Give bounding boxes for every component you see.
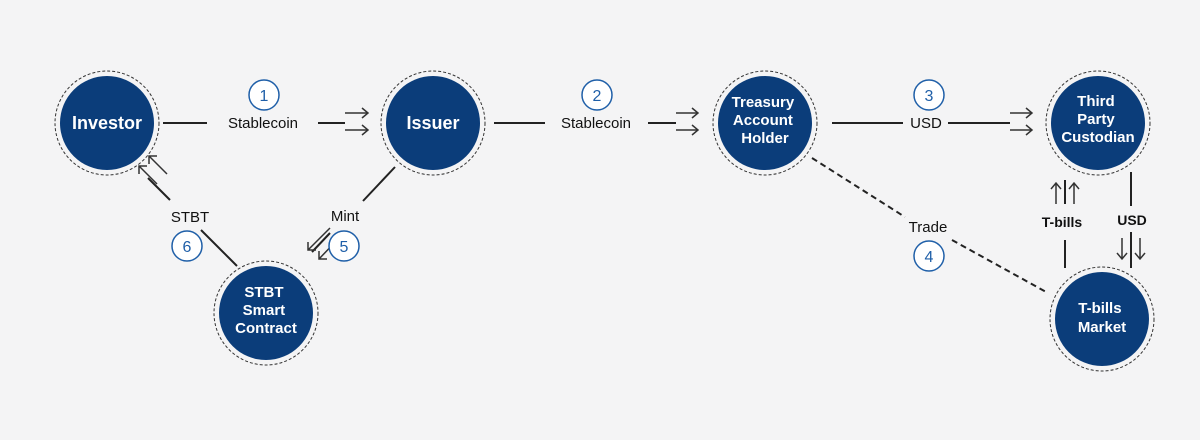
node-custodian-line: Party <box>1077 111 1115 128</box>
node-investor-line: Investor <box>72 113 142 133</box>
node-third-party-custodian: Third Party Custodian <box>1045 70 1151 176</box>
node-tbills-line: Market <box>1078 319 1126 336</box>
edge-label-stbt: STBT <box>171 209 209 226</box>
node-tbills-label: T-bills Market <box>1078 300 1126 336</box>
node-custodian-line: Custodian <box>1061 129 1134 146</box>
connectors <box>147 122 1132 294</box>
node-investor-label: Investor <box>72 113 142 133</box>
node-treasury-account-holder: Treasury Account Holder <box>712 70 818 176</box>
step-number: 3 <box>925 88 934 105</box>
node-treasury-line: Holder <box>741 130 789 147</box>
node-stbt-line: Contract <box>235 320 297 337</box>
node-treasury-line: Account <box>733 112 793 129</box>
edge-labels: Stablecoin Stablecoin USD Trade Mint STB… <box>171 115 1147 236</box>
node-treasury-label: Treasury Account Holder <box>732 94 799 147</box>
node-custodian-label: Third Party Custodian <box>1061 93 1134 146</box>
step-badge-4: 4 <box>913 240 945 272</box>
arrowheads <box>138 107 1146 261</box>
node-stbt-label: STBT Smart Contract <box>235 284 297 337</box>
node-issuer: Issuer <box>380 70 486 176</box>
step-number: 1 <box>260 88 269 105</box>
arrow-right-icon <box>1010 107 1034 136</box>
arrow-right-icon <box>345 107 370 136</box>
node-stbt-line: STBT <box>244 284 283 301</box>
edge-label-tbills: T-bills <box>1042 214 1083 230</box>
node-tbills-market: T-bills Market <box>1049 266 1155 372</box>
step-number: 6 <box>183 239 192 256</box>
arrow-up-icon <box>1050 181 1080 204</box>
edge-label-trade: Trade <box>909 219 948 236</box>
edge-label-mint: Mint <box>331 208 360 225</box>
node-issuer-label: Issuer <box>406 113 459 133</box>
step-number: 2 <box>593 88 602 105</box>
node-custodian-line: Third <box>1077 93 1115 110</box>
arrow-down-icon <box>1116 238 1146 261</box>
edge-label-stablecoin-1: Stablecoin <box>228 115 298 132</box>
line-stbt-investor-lower <box>200 229 238 267</box>
step-badges: 1 2 3 4 5 6 <box>171 79 945 272</box>
line-issuer-stbt-lower <box>311 232 331 253</box>
arrow-up-left-icon <box>138 155 168 185</box>
line-trade-lower <box>951 239 1049 294</box>
step-badge-3: 3 <box>913 79 945 111</box>
node-investor: Investor <box>54 70 160 176</box>
line-stbt-investor-upper <box>147 177 171 201</box>
arrow-right-icon <box>676 107 700 136</box>
edge-label-usd: USD <box>910 115 942 132</box>
node-issuer-line: Issuer <box>406 113 459 133</box>
step-badge-6: 6 <box>171 230 203 262</box>
step-badge-5: 5 <box>328 230 360 262</box>
node-tbills-line: T-bills <box>1078 300 1121 317</box>
edge-label-stablecoin-2: Stablecoin <box>561 115 631 132</box>
step-number: 4 <box>925 249 934 266</box>
step-number: 5 <box>340 239 349 256</box>
node-treasury-line: Treasury <box>732 94 795 111</box>
node-stbt-smart-contract: STBT Smart Contract <box>213 260 319 366</box>
step-badge-1: 1 <box>248 79 280 111</box>
line-issuer-stbt-upper <box>362 166 396 202</box>
step-badge-2: 2 <box>581 79 613 111</box>
node-stbt-line: Smart <box>243 302 286 319</box>
line-trade-upper <box>811 157 906 218</box>
edge-label-usd-down: USD <box>1117 212 1147 228</box>
